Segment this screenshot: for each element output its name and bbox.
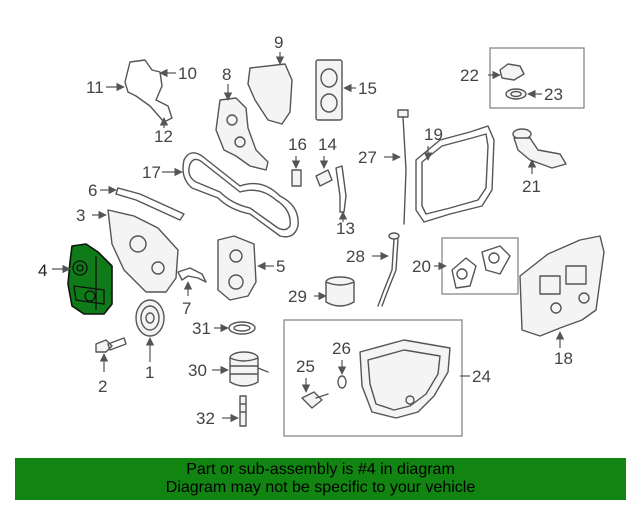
part-15-seal-pair[interactable]: 15: [315, 59, 377, 121]
part-2-bolt[interactable]: 2: [95, 337, 127, 396]
part-8-timing-cover-inner[interactable]: 8: [215, 65, 269, 171]
part-4-timing-cover-highlighted[interactable]: 4: [38, 243, 113, 315]
banner-line-part-info: Part or sub-assembly is #4 in diagram: [186, 461, 455, 478]
label-22: 22: [460, 66, 479, 85]
label-18: 18: [554, 349, 573, 368]
label-12: 12: [154, 127, 173, 146]
label-31: 31: [192, 319, 211, 338]
part-14-clip[interactable]: 14: [315, 135, 337, 187]
part-30-oil-cooler[interactable]: 30: [188, 351, 269, 387]
label-4: 4: [38, 261, 47, 280]
part-18-oil-pan-upper[interactable]: 18: [519, 235, 605, 368]
part-1-crank-sprocket[interactable]: 1: [135, 299, 165, 382]
part-31-o-ring[interactable]: 31: [192, 319, 256, 338]
part-19-gasket[interactable]: 19: [415, 125, 495, 223]
label-28: 28: [346, 247, 365, 266]
part-10-11-12-gasket[interactable]: 11 10 12: [86, 59, 197, 146]
label-5: 5: [276, 257, 285, 276]
part-7-bracket[interactable]: 7: [177, 267, 207, 318]
part-16-bracket[interactable]: 16: [288, 135, 307, 187]
label-3: 3: [76, 206, 85, 225]
part-26-washer[interactable]: 26: [332, 339, 351, 389]
label-15: 15: [358, 79, 377, 98]
label-23: 23: [544, 85, 563, 104]
label-1: 1: [145, 363, 154, 382]
part-9-timing-cover-upper[interactable]: 9: [247, 33, 293, 125]
part-32-stud[interactable]: 32: [196, 395, 247, 428]
part-24-oil-pan[interactable]: 24: [283, 319, 491, 437]
label-20: 20: [412, 257, 431, 276]
label-32: 32: [196, 409, 215, 428]
label-17: 17: [142, 163, 161, 182]
banner-line-disclaimer: Diagram may not be specific to your vehi…: [165, 479, 476, 496]
info-banner: Part or sub-assembly is #4 in diagram Di…: [15, 458, 626, 500]
label-30: 30: [188, 361, 207, 380]
part-6-gasket-strip[interactable]: 6: [88, 181, 185, 221]
label-24: 24: [472, 367, 491, 386]
label-10: 10: [178, 64, 197, 83]
label-11: 11: [86, 78, 104, 97]
label-2: 2: [98, 377, 107, 396]
label-7: 7: [182, 299, 191, 318]
label-8: 8: [222, 65, 231, 84]
part-27-dipstick[interactable]: 27: [358, 109, 409, 225]
part-3-timing-cover-front[interactable]: 3: [76, 206, 179, 293]
label-26: 26: [332, 339, 351, 358]
label-27: 27: [358, 148, 377, 167]
part-17-timing-belt[interactable]: 17: [142, 152, 299, 238]
label-16: 16: [288, 135, 307, 154]
label-21: 21: [522, 177, 541, 196]
part-21-oil-pipe[interactable]: 21: [512, 128, 567, 196]
part-13-guide[interactable]: 13: [335, 165, 355, 238]
label-6: 6: [88, 181, 97, 200]
label-9: 9: [274, 33, 283, 52]
part-25-drain-plug[interactable]: 25: [296, 357, 329, 409]
label-29: 29: [288, 287, 307, 306]
label-19: 19: [424, 125, 443, 144]
label-25: 25: [296, 357, 315, 376]
part-29-oil-filter[interactable]: 29: [288, 276, 355, 307]
part-20-gasket-group[interactable]: 20: [412, 237, 519, 295]
label-13: 13: [336, 219, 355, 238]
label-14: 14: [318, 135, 337, 154]
part-5-rear-cover[interactable]: 5: [217, 235, 285, 301]
part-22-23-cap-group[interactable]: 22 23: [460, 47, 585, 109]
part-28-guide-tube[interactable]: 28: [346, 232, 400, 307]
